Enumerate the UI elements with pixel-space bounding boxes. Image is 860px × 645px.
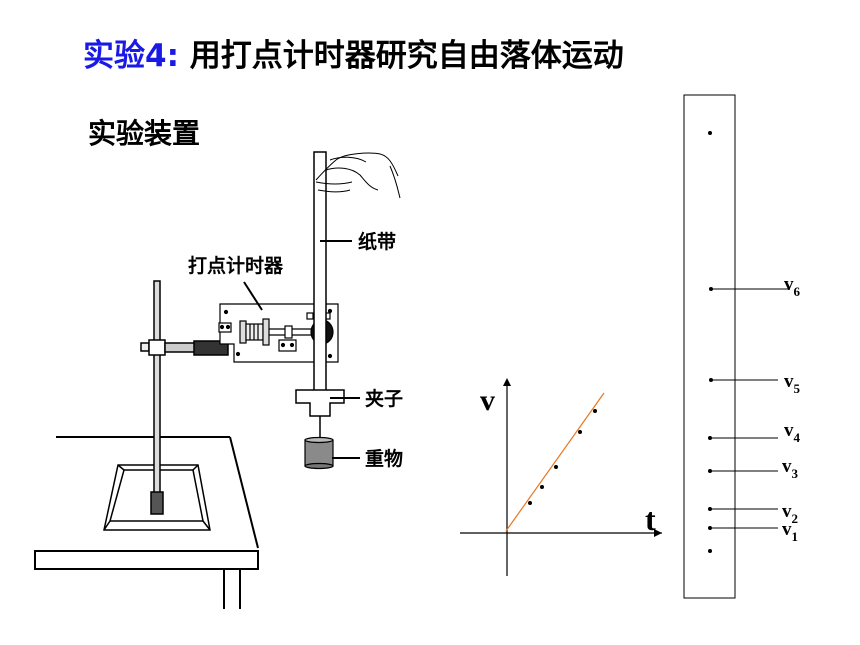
tape-label-v3: v3 bbox=[782, 456, 799, 481]
t-axis-label: t bbox=[645, 501, 656, 537]
tape-label-v4: v4 bbox=[784, 420, 801, 445]
graph-point bbox=[593, 409, 597, 413]
label-ticker-timer: 打点计时器 bbox=[188, 254, 284, 277]
graph-point bbox=[578, 430, 582, 434]
tape-label-v2: v2 bbox=[782, 501, 798, 526]
stand-rod bbox=[150, 280, 164, 515]
graph-point bbox=[554, 465, 558, 469]
fit-line bbox=[505, 392, 605, 532]
label-paper-tape: 纸带 bbox=[358, 230, 396, 253]
label-leaders bbox=[243, 240, 360, 459]
clamp-arm bbox=[140, 339, 229, 356]
tape-clip bbox=[295, 389, 345, 440]
title-text: 用打点计时器研究自由落体运动 bbox=[189, 38, 624, 74]
label-clip: 夹子 bbox=[365, 388, 403, 410]
tape-label-v6: v6 bbox=[784, 274, 801, 299]
title-highlight: 实验4 bbox=[83, 38, 167, 74]
section-heading: 实验装置 bbox=[88, 117, 201, 150]
title-colon: : bbox=[166, 38, 179, 74]
tape-label-v1: v1 bbox=[782, 519, 798, 544]
slide-title: 实验4: 用打点计时器研究自由落体运动 bbox=[83, 30, 624, 75]
t-axis-arrow bbox=[654, 529, 662, 537]
label-weight: 重物 bbox=[365, 447, 403, 470]
vt-graph: v t bbox=[460, 378, 662, 576]
v-axis-label: v bbox=[480, 384, 495, 417]
tape-strip-outline bbox=[683, 94, 736, 599]
tape-label-v5: v5 bbox=[784, 371, 801, 396]
paper-tape-vertical bbox=[313, 151, 327, 397]
hand-sketch bbox=[315, 152, 401, 199]
graph-point bbox=[528, 501, 532, 505]
v-axis-arrow bbox=[503, 378, 511, 386]
tape-dot bbox=[708, 131, 712, 135]
tape-dot bbox=[708, 549, 712, 553]
table bbox=[34, 436, 259, 609]
weight-block bbox=[304, 436, 334, 470]
tape-strip: v6 v5 v4 v3 v2 v1 bbox=[683, 94, 801, 599]
graph-point bbox=[540, 485, 544, 489]
